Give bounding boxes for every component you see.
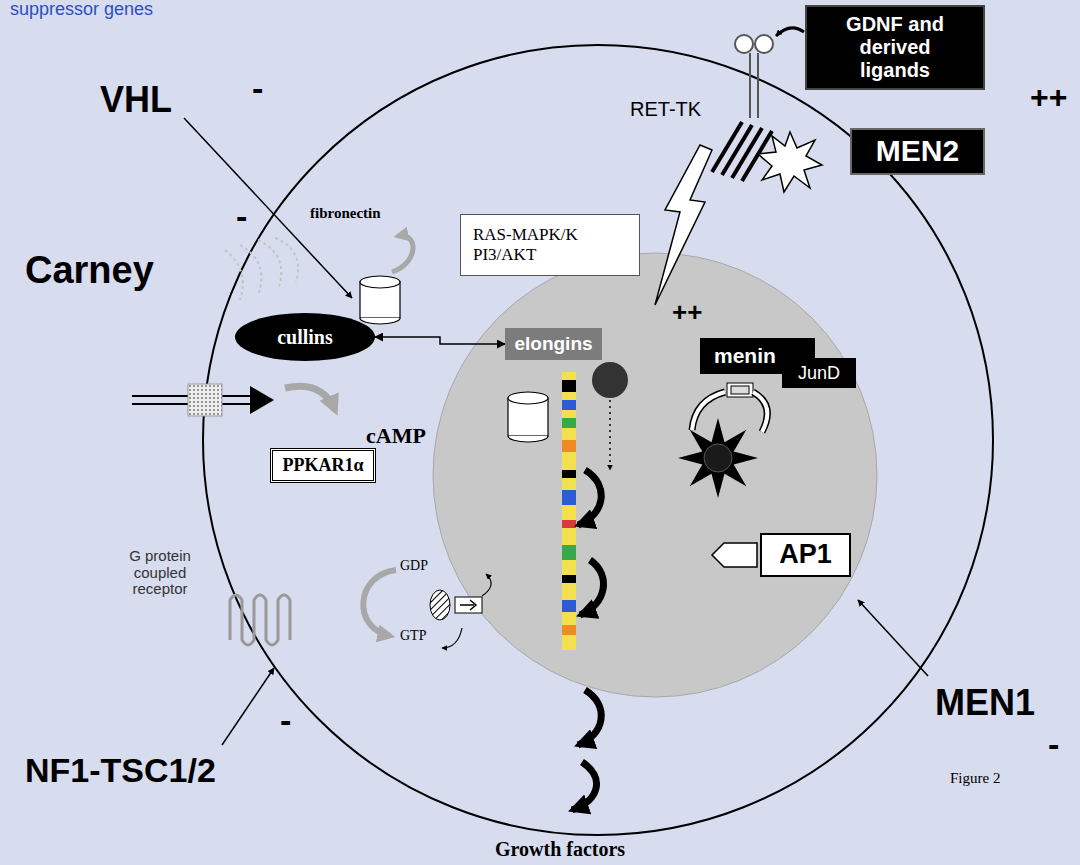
fibronectin-fibre [258, 240, 281, 290]
cell-membrane [203, 45, 993, 835]
g-protein [430, 590, 450, 620]
receptor-stem [749, 53, 751, 118]
curved-arrow [753, 392, 767, 432]
effect-sign: ++ [1030, 80, 1067, 115]
fibronectin-fibre [225, 250, 243, 300]
syndrome-label: VHL [100, 80, 172, 120]
dna-segment [562, 490, 576, 505]
syndrome-label: Carney [25, 250, 154, 292]
activation-star [678, 418, 758, 498]
cylinder-base [508, 436, 548, 442]
cycle-arrow [442, 628, 462, 648]
recycle-arrow [392, 236, 413, 272]
cycle-arrow [363, 570, 396, 636]
dotted-arrow [609, 400, 611, 470]
dna-segment [562, 440, 576, 452]
effector-symbol [460, 600, 476, 610]
protein-ellipse: cullins [235, 313, 375, 361]
fibronectin-fibre [240, 245, 261, 295]
protein-box: PPKAR1α [270, 448, 376, 483]
dna-segment [562, 418, 576, 428]
cylinder-top [360, 276, 400, 288]
protein-label: fibronectin [310, 205, 381, 222]
activation-burst [758, 132, 822, 192]
dna-binding-protein [592, 362, 628, 398]
effector-symbol [455, 597, 482, 613]
receptor-stem [757, 53, 759, 118]
curved-arrow [753, 392, 767, 432]
dna-segment [562, 380, 576, 392]
nucleotide-label: GTP [400, 628, 426, 643]
cylinder-top [508, 392, 548, 404]
complex-icon [731, 386, 749, 394]
syndrome-box: MEN2 [850, 128, 985, 175]
dna-segment [562, 625, 576, 635]
ligand-arrow [776, 28, 804, 36]
secretion-arrow [572, 762, 597, 810]
dna-segment [562, 545, 576, 560]
node-text: elongins [514, 333, 592, 355]
node-text: RAS-MAPK/K PI3/AKT [473, 225, 593, 264]
secretion-arrow [578, 690, 601, 745]
effect-arrow [858, 600, 928, 676]
curved-arrow [692, 392, 725, 430]
dna-segment [562, 470, 576, 478]
dna-segment [562, 575, 576, 583]
pointer-arrow [712, 543, 757, 567]
receptor-label: RET-TK [630, 98, 701, 120]
fibronectin-fibre [275, 238, 298, 282]
secretion-arrow [580, 560, 603, 615]
node-text: menin [714, 344, 776, 368]
dna-strand [562, 372, 576, 650]
effect-sign: - [236, 198, 247, 235]
protein-box: elongins [505, 328, 602, 360]
cylinder-base [360, 318, 400, 324]
dna-segment [562, 520, 576, 528]
dna-segment [562, 600, 576, 612]
node-text: GDNF and derived ligands [835, 13, 955, 82]
node-text: cullins [277, 326, 333, 349]
effect-sign: - [1048, 726, 1059, 763]
pathway-box: RAS-MAPK/K PI3/AKT [460, 214, 640, 276]
node-text: PPKAR1α [282, 455, 363, 476]
receptor-label: G protein coupled receptor [110, 548, 210, 598]
effect-sign: ++ [672, 298, 702, 327]
nucleotide-label: GDP [400, 558, 428, 573]
cycle-arrow [482, 574, 491, 596]
protein-box: JunD [782, 358, 856, 388]
syndrome-label: MEN1 [935, 683, 1035, 723]
output-label: Growth factors [495, 838, 625, 860]
node-text: AP1 [779, 539, 832, 570]
nucleus [433, 253, 877, 697]
ligand-box: GDNF and derived ligands [805, 5, 985, 90]
effect-sign: - [252, 70, 263, 107]
lightning-bolt [655, 145, 712, 305]
dna-strand [562, 372, 576, 650]
effect-sign: - [280, 702, 291, 739]
double-arrow [375, 337, 505, 344]
syndrome-label: NF1-TSC1/2 [25, 752, 216, 789]
messenger-label: cAMP [366, 424, 426, 448]
node-text: MEN2 [876, 134, 959, 169]
figure-number: Figure 2 [950, 770, 1000, 787]
receptor-domain [735, 35, 753, 53]
receptor-domain [755, 35, 773, 53]
activation-star [704, 444, 732, 472]
complex-icon [727, 383, 753, 397]
heading-fragment: suppressor genes [10, 0, 153, 20]
gpcr-symbol [230, 595, 290, 645]
transcription-factor-box: AP1 [760, 533, 851, 577]
arrow-head [250, 386, 274, 414]
membrane-receptor [188, 384, 222, 416]
dna-segment [562, 400, 576, 410]
camp-arrow [285, 386, 335, 410]
curved-arrow [692, 392, 725, 430]
node-text: JunD [798, 363, 840, 384]
effect-arrow [222, 668, 274, 745]
secretion-arrow [578, 470, 601, 525]
